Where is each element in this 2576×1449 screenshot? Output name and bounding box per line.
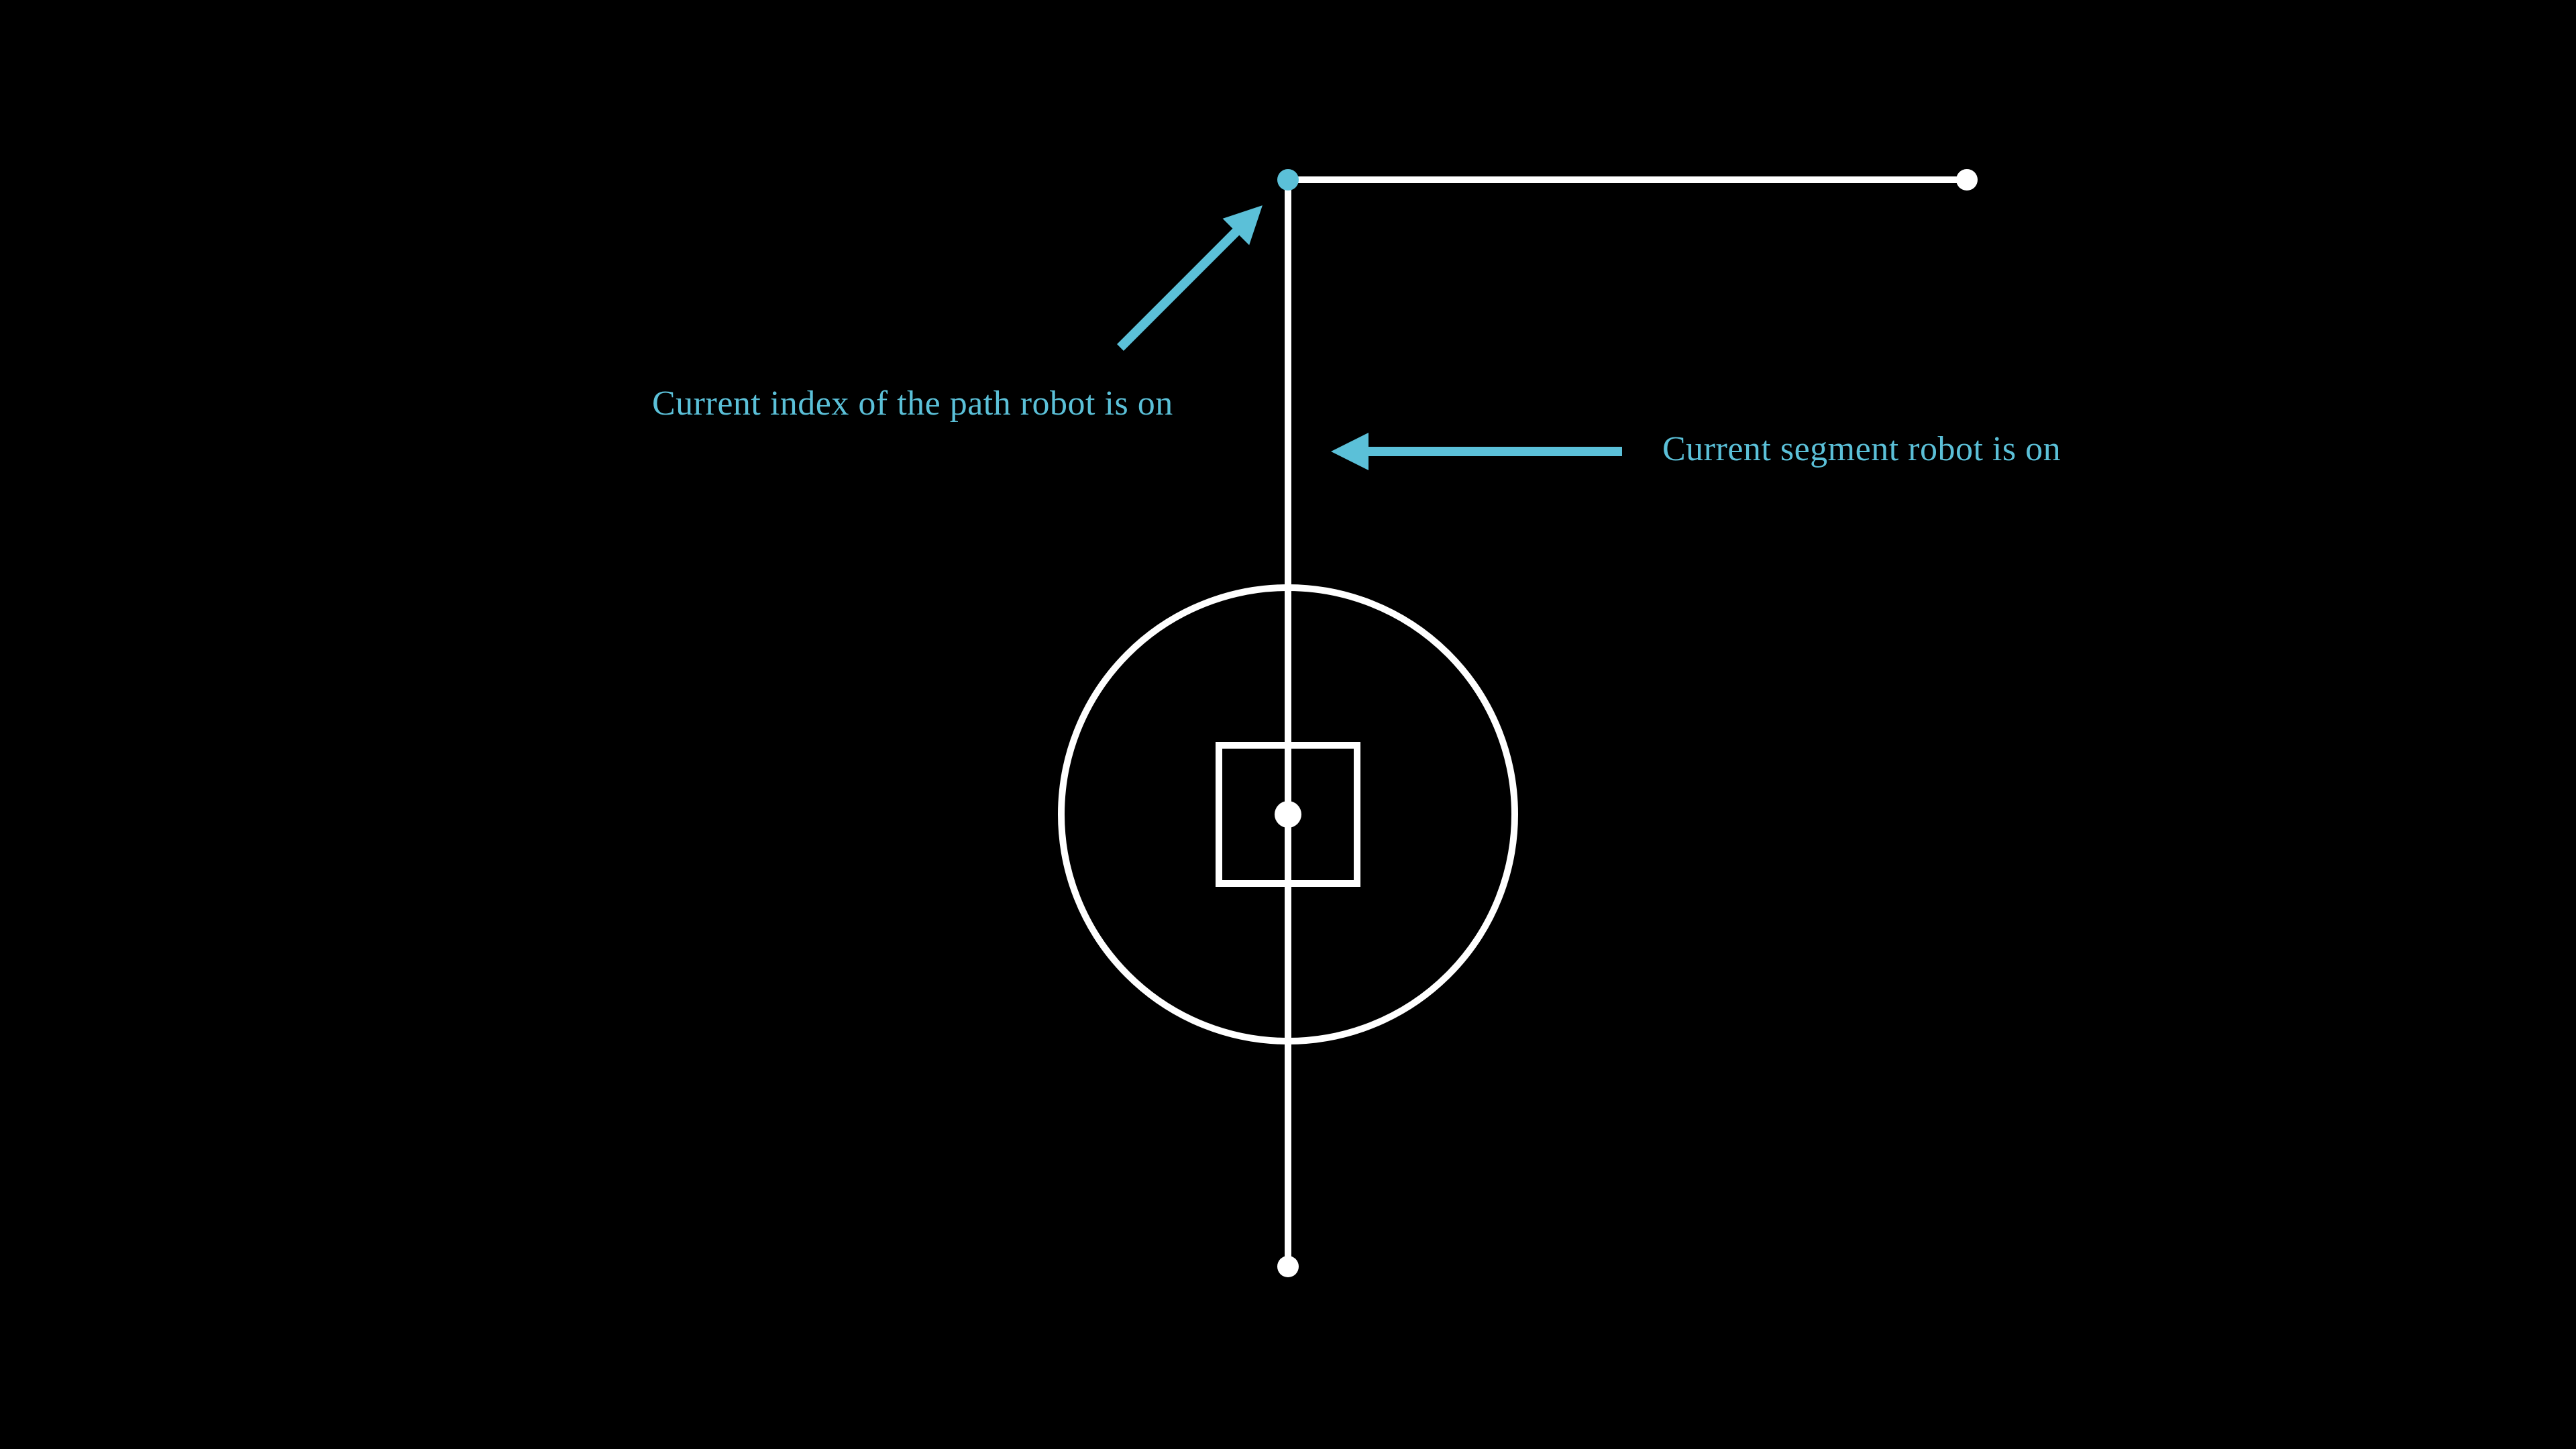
lookahead-circle [1058, 584, 1518, 1044]
robot-center-point [1275, 801, 1301, 828]
path-waypoint-start [1277, 1256, 1299, 1277]
current-index-point [1277, 169, 1299, 191]
current-index-label: Current index of the path robot is on [652, 384, 1173, 423]
current-segment-label: Current segment robot is on [1662, 430, 2061, 468]
current-index-arrow [1117, 205, 1263, 351]
robot-body [1216, 742, 1360, 887]
path-waypoint-end [1956, 169, 1978, 191]
